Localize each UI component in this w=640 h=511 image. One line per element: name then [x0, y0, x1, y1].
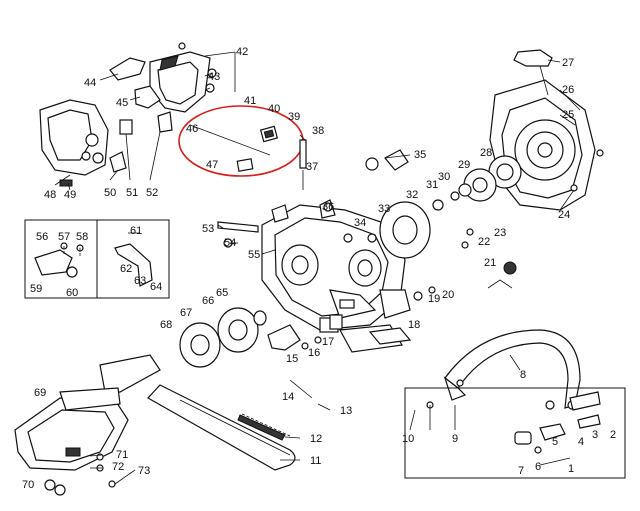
callout-55: 55	[248, 249, 260, 261]
callout-31: 31	[426, 179, 438, 191]
callout-9: 9	[452, 433, 458, 445]
callout-65: 65	[216, 287, 228, 299]
callout-43: 43	[208, 71, 220, 83]
callout-67: 67	[180, 307, 192, 319]
callout-50: 50	[104, 187, 116, 199]
callout-54: 54	[224, 237, 236, 249]
callout-52: 52	[146, 187, 158, 199]
callout-64: 64	[150, 281, 162, 293]
callout-4: 4	[578, 436, 584, 448]
callout-25: 25	[562, 109, 574, 121]
callout-56: 56	[36, 231, 48, 243]
callout-35: 35	[414, 149, 426, 161]
callout-33: 33	[378, 203, 390, 215]
throttle-handle-assembly	[109, 42, 217, 133]
callout-11: 11	[310, 455, 321, 467]
callout-73: 73	[138, 465, 150, 477]
callout-71: 71	[116, 449, 128, 461]
callout-32: 32	[406, 189, 418, 201]
callout-47: 47	[206, 159, 218, 171]
callout-60: 60	[66, 287, 78, 299]
handle-mount-parts	[426, 401, 566, 454]
callout-66: 66	[202, 295, 214, 307]
callout-36: 36	[322, 201, 334, 213]
callout-62: 62	[120, 263, 132, 275]
rear-handle-block	[39, 99, 133, 187]
callout-42: 42	[236, 46, 248, 58]
callout-61: 61	[130, 225, 142, 237]
callout-58: 58	[76, 231, 88, 243]
clutch-drum-group	[179, 307, 322, 368]
callout-59: 59	[30, 283, 42, 295]
callout-20: 20	[442, 289, 454, 301]
callout-15: 15	[286, 353, 298, 365]
callout-39: 39	[288, 111, 300, 123]
inset-box-61-64	[96, 219, 170, 299]
callout-37: 37	[306, 161, 318, 173]
recoil-starter-housing	[489, 49, 604, 211]
callout-41: 41	[244, 95, 256, 107]
callout-22: 22	[478, 236, 490, 248]
callout-27: 27	[562, 57, 574, 69]
callout-34: 34	[354, 217, 366, 229]
callout-5: 5	[552, 436, 558, 448]
callout-2: 2	[610, 429, 616, 441]
callout-30: 30	[438, 171, 450, 183]
small-fasteners	[323, 202, 517, 301]
side-cover	[14, 354, 161, 496]
callout-12: 12	[310, 433, 322, 445]
callout-69: 69	[34, 387, 46, 399]
callout-10: 10	[402, 433, 414, 445]
chain-links	[241, 413, 291, 437]
front-handlebar	[404, 329, 626, 479]
callout-38: 38	[312, 125, 324, 137]
callout-7: 7	[518, 465, 524, 477]
callout-48: 48	[44, 189, 56, 201]
callout-8: 8	[520, 369, 526, 381]
callout-21: 21	[484, 257, 496, 269]
callout-29: 29	[458, 159, 470, 171]
guide-bar-and-chain	[147, 384, 296, 471]
callout-23: 23	[494, 227, 506, 239]
callout-46: 46	[186, 123, 198, 135]
callout-13: 13	[340, 405, 352, 417]
callout-26: 26	[562, 84, 574, 96]
callout-63: 63	[134, 275, 146, 287]
callout-40: 40	[268, 103, 280, 115]
callout-1: 1	[568, 463, 574, 475]
callout-70: 70	[22, 479, 34, 491]
callout-18: 18	[408, 319, 420, 331]
callout-19: 19	[428, 293, 440, 305]
callout-17: 17	[322, 336, 334, 348]
callout-68: 68	[160, 319, 172, 331]
callout-3: 3	[592, 429, 598, 441]
callout-44: 44	[84, 77, 96, 89]
callout-16: 16	[308, 347, 320, 359]
callout-28: 28	[480, 147, 492, 159]
callout-6: 6	[535, 461, 541, 473]
callout-51: 51	[126, 187, 138, 199]
callout-24: 24	[558, 209, 570, 221]
callout-labels: 1 2 3 4 5 6 7 8 9 10 11 12 13 14 15 16 1…	[22, 46, 616, 491]
callout-57: 57	[58, 231, 70, 243]
flywheel-parts	[365, 149, 522, 259]
highlighted-parts-group	[178, 105, 307, 177]
callout-53: 53	[202, 223, 214, 235]
brake-band-group	[329, 314, 412, 353]
callout-14: 14	[282, 391, 294, 403]
leader-lines	[54, 51, 581, 485]
callout-45: 45	[116, 97, 128, 109]
callout-72: 72	[112, 461, 124, 473]
callout-49: 49	[64, 189, 76, 201]
